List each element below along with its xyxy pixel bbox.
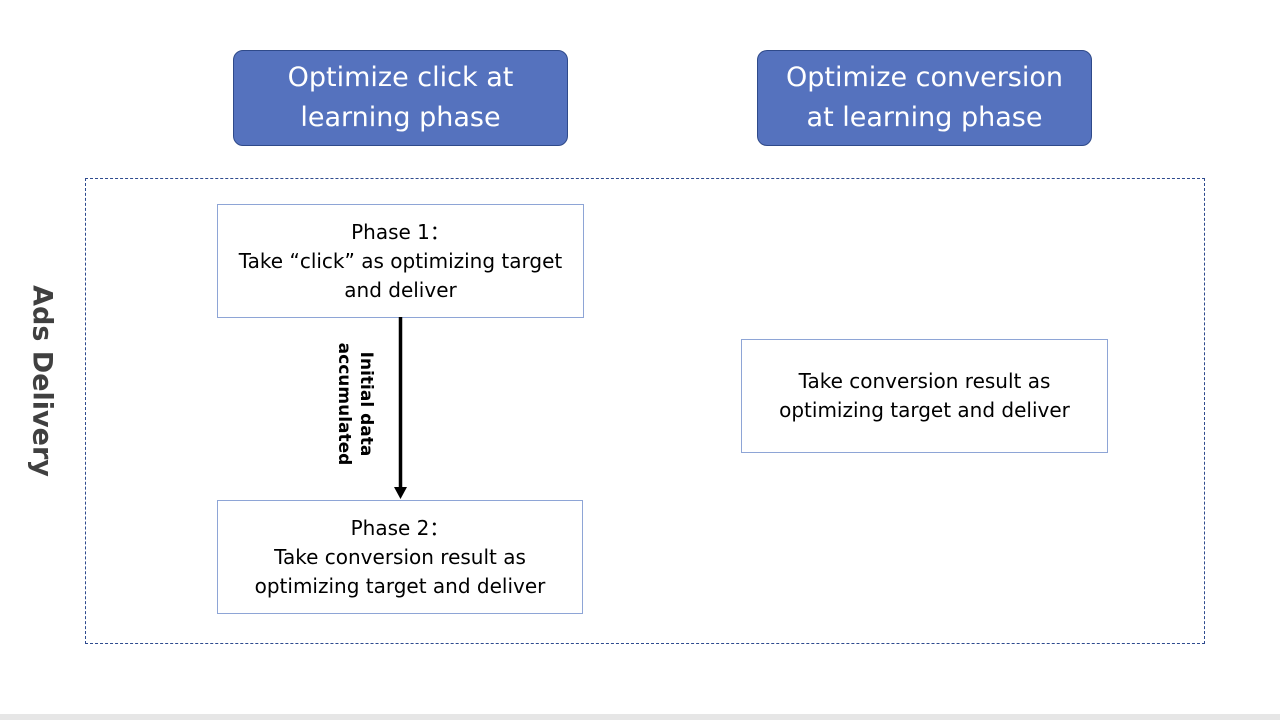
phase-2-line-2: optimizing target and deliver <box>254 573 546 598</box>
down-arrow <box>394 317 407 499</box>
conversion-target-box: Take conversion result as optimizing tar… <box>741 339 1108 453</box>
header-optimize-click: Optimize click at learning phase <box>233 50 568 146</box>
phase-2-box: Phase 2： Take conversion result as optim… <box>217 500 583 614</box>
phase-1-title: Phase 1： <box>351 219 450 244</box>
bottom-strip <box>0 714 1280 720</box>
conversion-target-line-2: optimizing target and deliver <box>779 398 1070 422</box>
ads-delivery-frame <box>85 178 1205 644</box>
phase-1-line-2: and deliver <box>344 277 457 302</box>
ads-delivery-label: Ads Delivery <box>26 285 58 477</box>
phase-2-line-1: Take conversion result as <box>274 544 526 569</box>
phase-1-line-1: Take “click” as optimizing target <box>238 248 563 273</box>
header-optimize-conversion: Optimize conversion at learning phase <box>757 50 1092 146</box>
arrow-head <box>394 487 407 499</box>
conversion-target-line-1: Take conversion result as <box>798 369 1051 393</box>
phase-1-box: Phase 1： Take “click” as optimizing targ… <box>217 204 584 318</box>
initial-data-label: Initial data accumulated <box>334 342 376 466</box>
phase-2-title: Phase 2： <box>350 515 450 540</box>
